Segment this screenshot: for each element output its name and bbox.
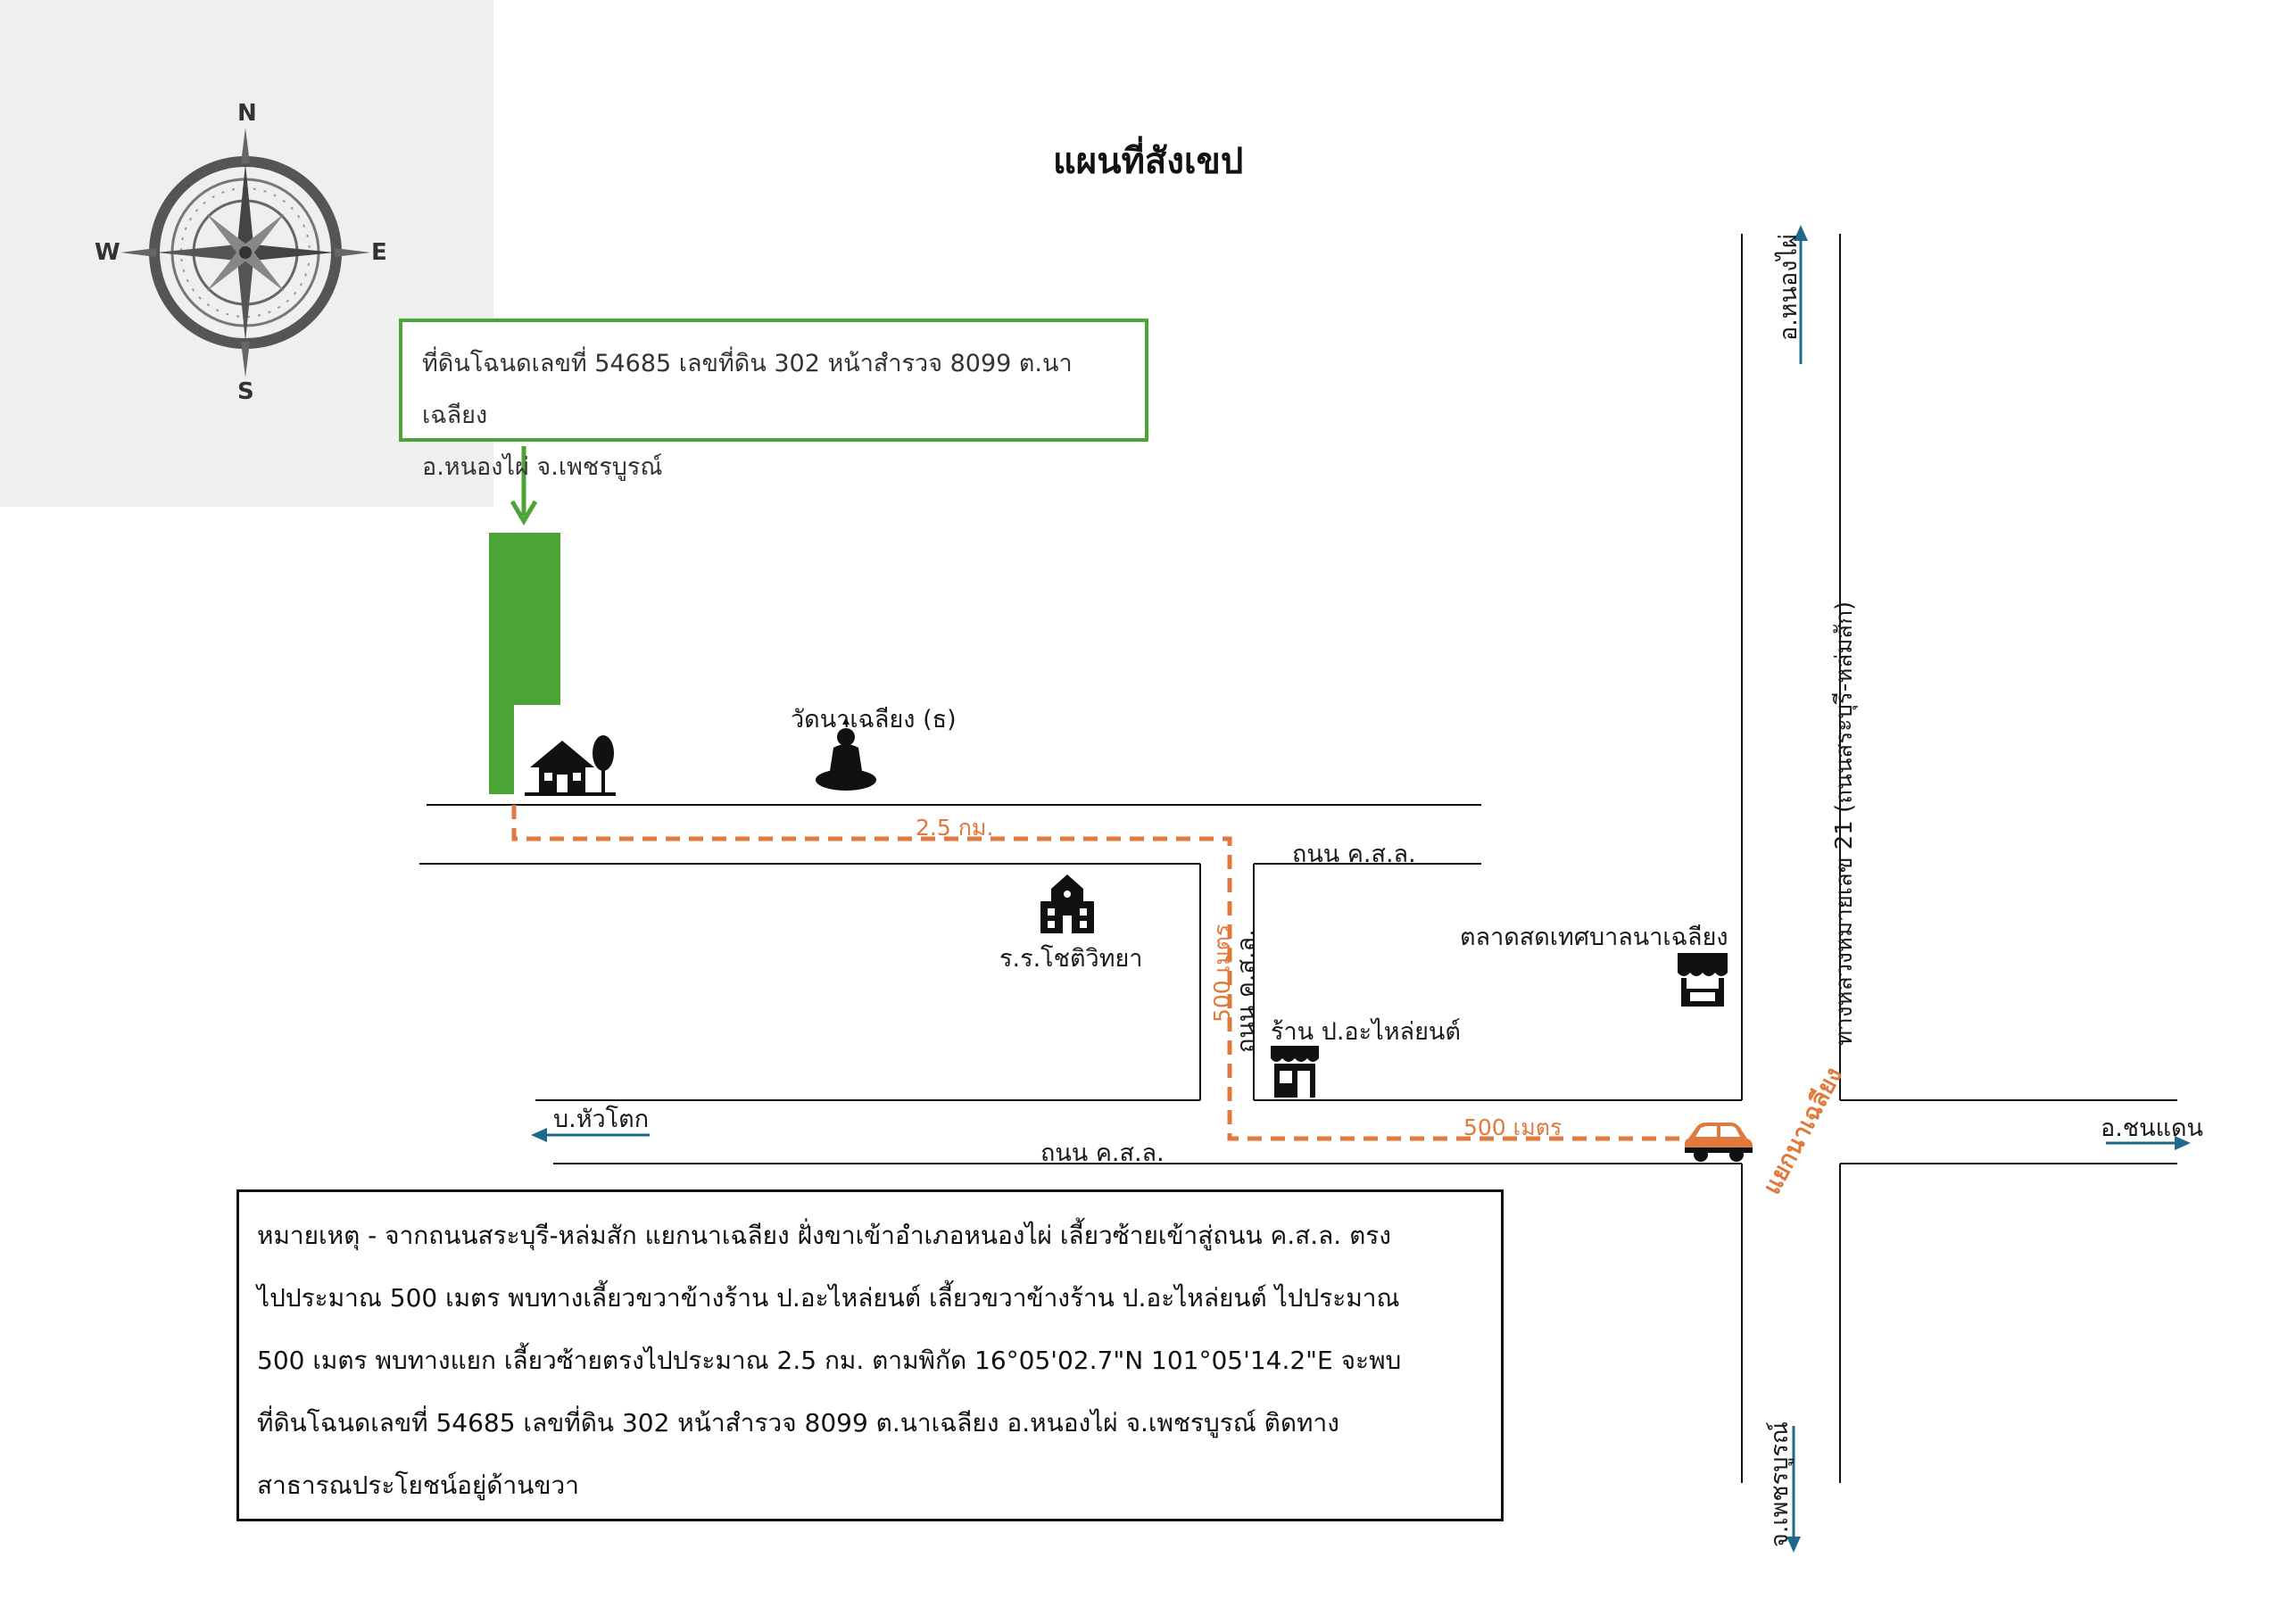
car-icon [1685,1123,1753,1162]
direction-west-label: บ.หัวโตก [553,1106,650,1133]
distance-top-label: 2.5 กม. [916,815,994,841]
distance-vertical-label: 500 เมตร [1209,924,1235,1023]
note-box: หมายเหตุ - จากถนนสระบุรี-หล่มสัก แยกนาเฉ… [236,1189,1504,1521]
market-label: ตลาดสดเทศบาลนาเฉลียง [1460,924,1728,951]
direction-south-label: จ.เพชรบูรณ์ [1766,1421,1794,1547]
route-path [511,805,1685,1141]
land-plot-access [489,705,514,794]
compass-south-label: S [237,378,254,405]
note-line-1: หมายเหตุ - จากถนนสระบุรี-หล่มสัก แยกนาเฉ… [257,1221,1391,1250]
house-icon [525,735,616,796]
direction-north-label: อ.หนองไผ่ [1775,234,1803,341]
arrow-east-icon [2106,1136,2191,1150]
arrow-south-icon [1786,1426,1801,1553]
deed-line-1: ที่ดินโฉนดเลขที่ 54685 เลขที่ดิน 302 หน้… [422,350,1073,429]
buddha-icon [816,717,876,791]
arrow-north-icon [1794,225,1808,364]
direction-east-label: อ.ชนแดน [2101,1114,2203,1142]
note-line-2: ไปประมาณ 500 เมตร พบทางเลี้ยวขวาข้างร้าน… [257,1283,1400,1313]
school-label: ร.ร.โชติวิทยา [999,945,1143,973]
compass-rose-icon [120,128,370,377]
page-title: แผนที่สังเขป [1053,141,1244,182]
school-icon [1040,874,1094,933]
shop-label: ร้าน ป.อะไหล่ยนต์ [1271,1018,1461,1046]
note-line-5: สาธารณประโยชน์อยู่ด้านขวา [257,1471,579,1500]
compass-west-label: W [95,239,120,266]
top-road-label: ถนน ค.ส.ล. [1292,841,1416,868]
bottom-road-label: ถนน ค.ส.ล. [1040,1139,1165,1167]
arrow-west-icon [531,1128,650,1142]
note-line-3: 500 เมตร พบทางแยก เลี้ยวซ้ายตรงไปประมาณ … [257,1346,1402,1375]
deed-callout: ที่ดินโฉนดเลขที่ 54685 เลขที่ดิน 302 หน้… [399,319,1148,481]
temple-label: วัดนาเฉลียง (ธ) [791,706,957,733]
compass-north-label: N [237,100,257,127]
highway-label: ทางหลวงหมายเลข 21 (ถนนสระบุรี-หล่มสัก) [1831,601,1858,1046]
note-line-4: ที่ดินโฉนดเลขที่ 54685 เลขที่ดิน 302 หน้… [257,1408,1339,1438]
distance-bottom-label: 500 เมตร [1463,1114,1562,1140]
market-stall-icon [1678,953,1728,1007]
land-plot [489,533,560,705]
shop-icon [1271,1046,1319,1098]
compass-east-label: E [371,239,387,266]
deed-line-2: อ.หนองไผ่ จ.เพชรบูรณ์ [422,453,663,481]
